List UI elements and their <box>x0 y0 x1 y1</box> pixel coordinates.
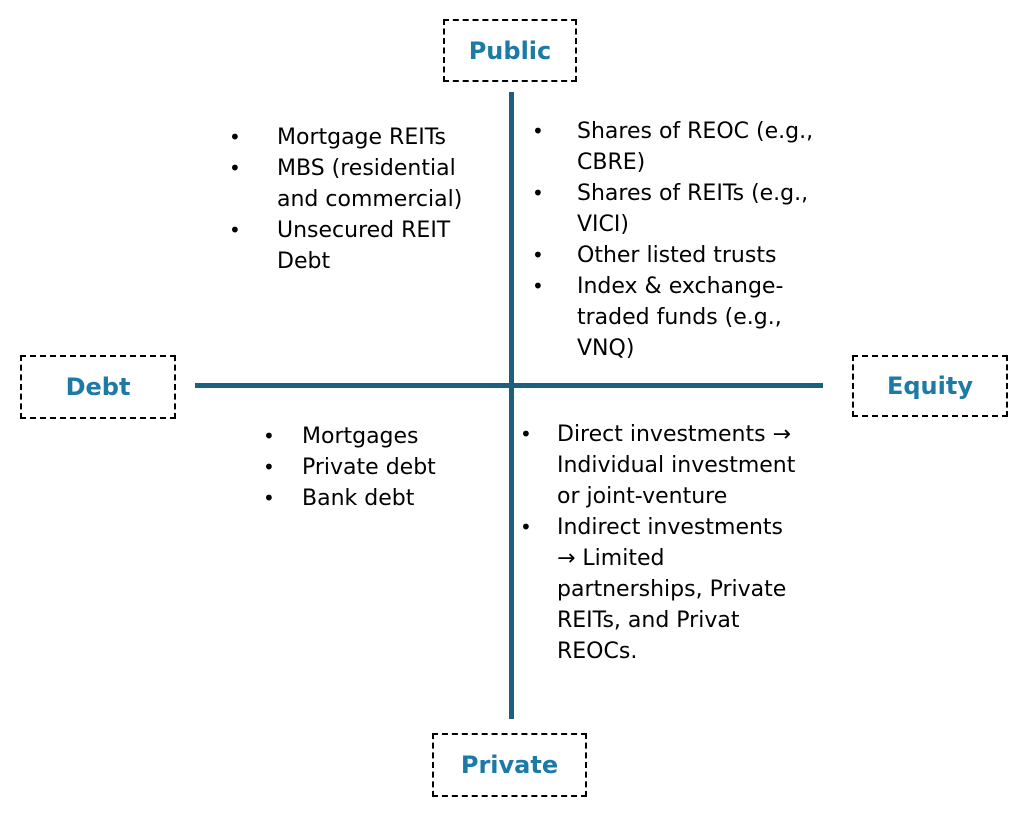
list-item: • Direct investments → Individual invest… <box>520 419 795 512</box>
bullet-icon: • <box>263 455 275 479</box>
bullet-icon: • <box>532 243 544 267</box>
axis-label-public: Public <box>443 19 577 82</box>
axis-label-equity-text: Equity <box>886 372 973 400</box>
axis-label-private: Private <box>432 733 587 797</box>
quadrant-public-equity-list: • Shares of REOC (e.g., CBRE) • Shares o… <box>532 116 813 364</box>
axis-label-equity: Equity <box>852 355 1008 417</box>
list-item: • Mortgages <box>263 421 436 452</box>
list-item-text: Mortgage REITs <box>277 125 446 150</box>
list-item: • Indirect investments → Limited partner… <box>520 512 795 667</box>
bullet-icon: • <box>229 218 241 242</box>
list-item-text: MBS (residential and commercial) <box>277 156 463 212</box>
list-item-text: Shares of REOC (e.g., CBRE) <box>577 119 814 175</box>
list-item: • Mortgage REITs <box>229 122 462 153</box>
list-item-text: Direct investments → Individual investme… <box>557 422 796 509</box>
list-item-text: Private debt <box>302 455 436 480</box>
axis-label-private-text: Private <box>460 751 559 779</box>
bullet-icon: • <box>520 515 532 539</box>
list-item: • Shares of REOC (e.g., CBRE) <box>532 116 813 178</box>
axis-label-public-text: Public <box>468 36 552 65</box>
bullet-icon: • <box>532 274 544 298</box>
public-private-axis-line <box>509 92 514 719</box>
axis-label-debt: Debt <box>20 355 176 419</box>
list-item: • Unsecured REIT Debt <box>229 215 462 277</box>
bullet-icon: • <box>263 424 275 448</box>
axis-label-debt-text: Debt <box>65 373 131 401</box>
list-item-text: Index & exchange- traded funds (e.g., VN… <box>577 274 784 361</box>
list-item-text: Indirect investments → Limited partnersh… <box>557 515 787 664</box>
quadrant-private-equity-list: • Direct investments → Individual invest… <box>520 419 795 667</box>
list-item-text: Bank debt <box>302 486 415 511</box>
quadrant-private-debt-list: • Mortgages • Private debt • Bank debt <box>263 421 436 514</box>
bullet-icon: • <box>229 125 241 149</box>
list-item-text: Mortgages <box>302 424 419 449</box>
bullet-icon: • <box>263 486 275 510</box>
list-item: • MBS (residential and commercial) <box>229 153 462 215</box>
list-item-text: Shares of REITs (e.g., VICI) <box>577 181 809 237</box>
list-item-text: Other listed trusts <box>577 243 777 268</box>
list-item: • Index & exchange- traded funds (e.g., … <box>532 271 813 364</box>
bullet-icon: • <box>229 156 241 180</box>
list-item: • Other listed trusts <box>532 240 813 271</box>
bullet-icon: • <box>532 119 544 143</box>
list-item: • Private debt <box>263 452 436 483</box>
bullet-icon: • <box>520 422 532 446</box>
quadrant-public-debt-list: • Mortgage REITs • MBS (residential and … <box>229 122 462 277</box>
list-item: • Shares of REITs (e.g., VICI) <box>532 178 813 240</box>
list-item: • Bank debt <box>263 483 436 514</box>
bullet-icon: • <box>532 181 544 205</box>
list-item-text: Unsecured REIT Debt <box>277 218 451 274</box>
